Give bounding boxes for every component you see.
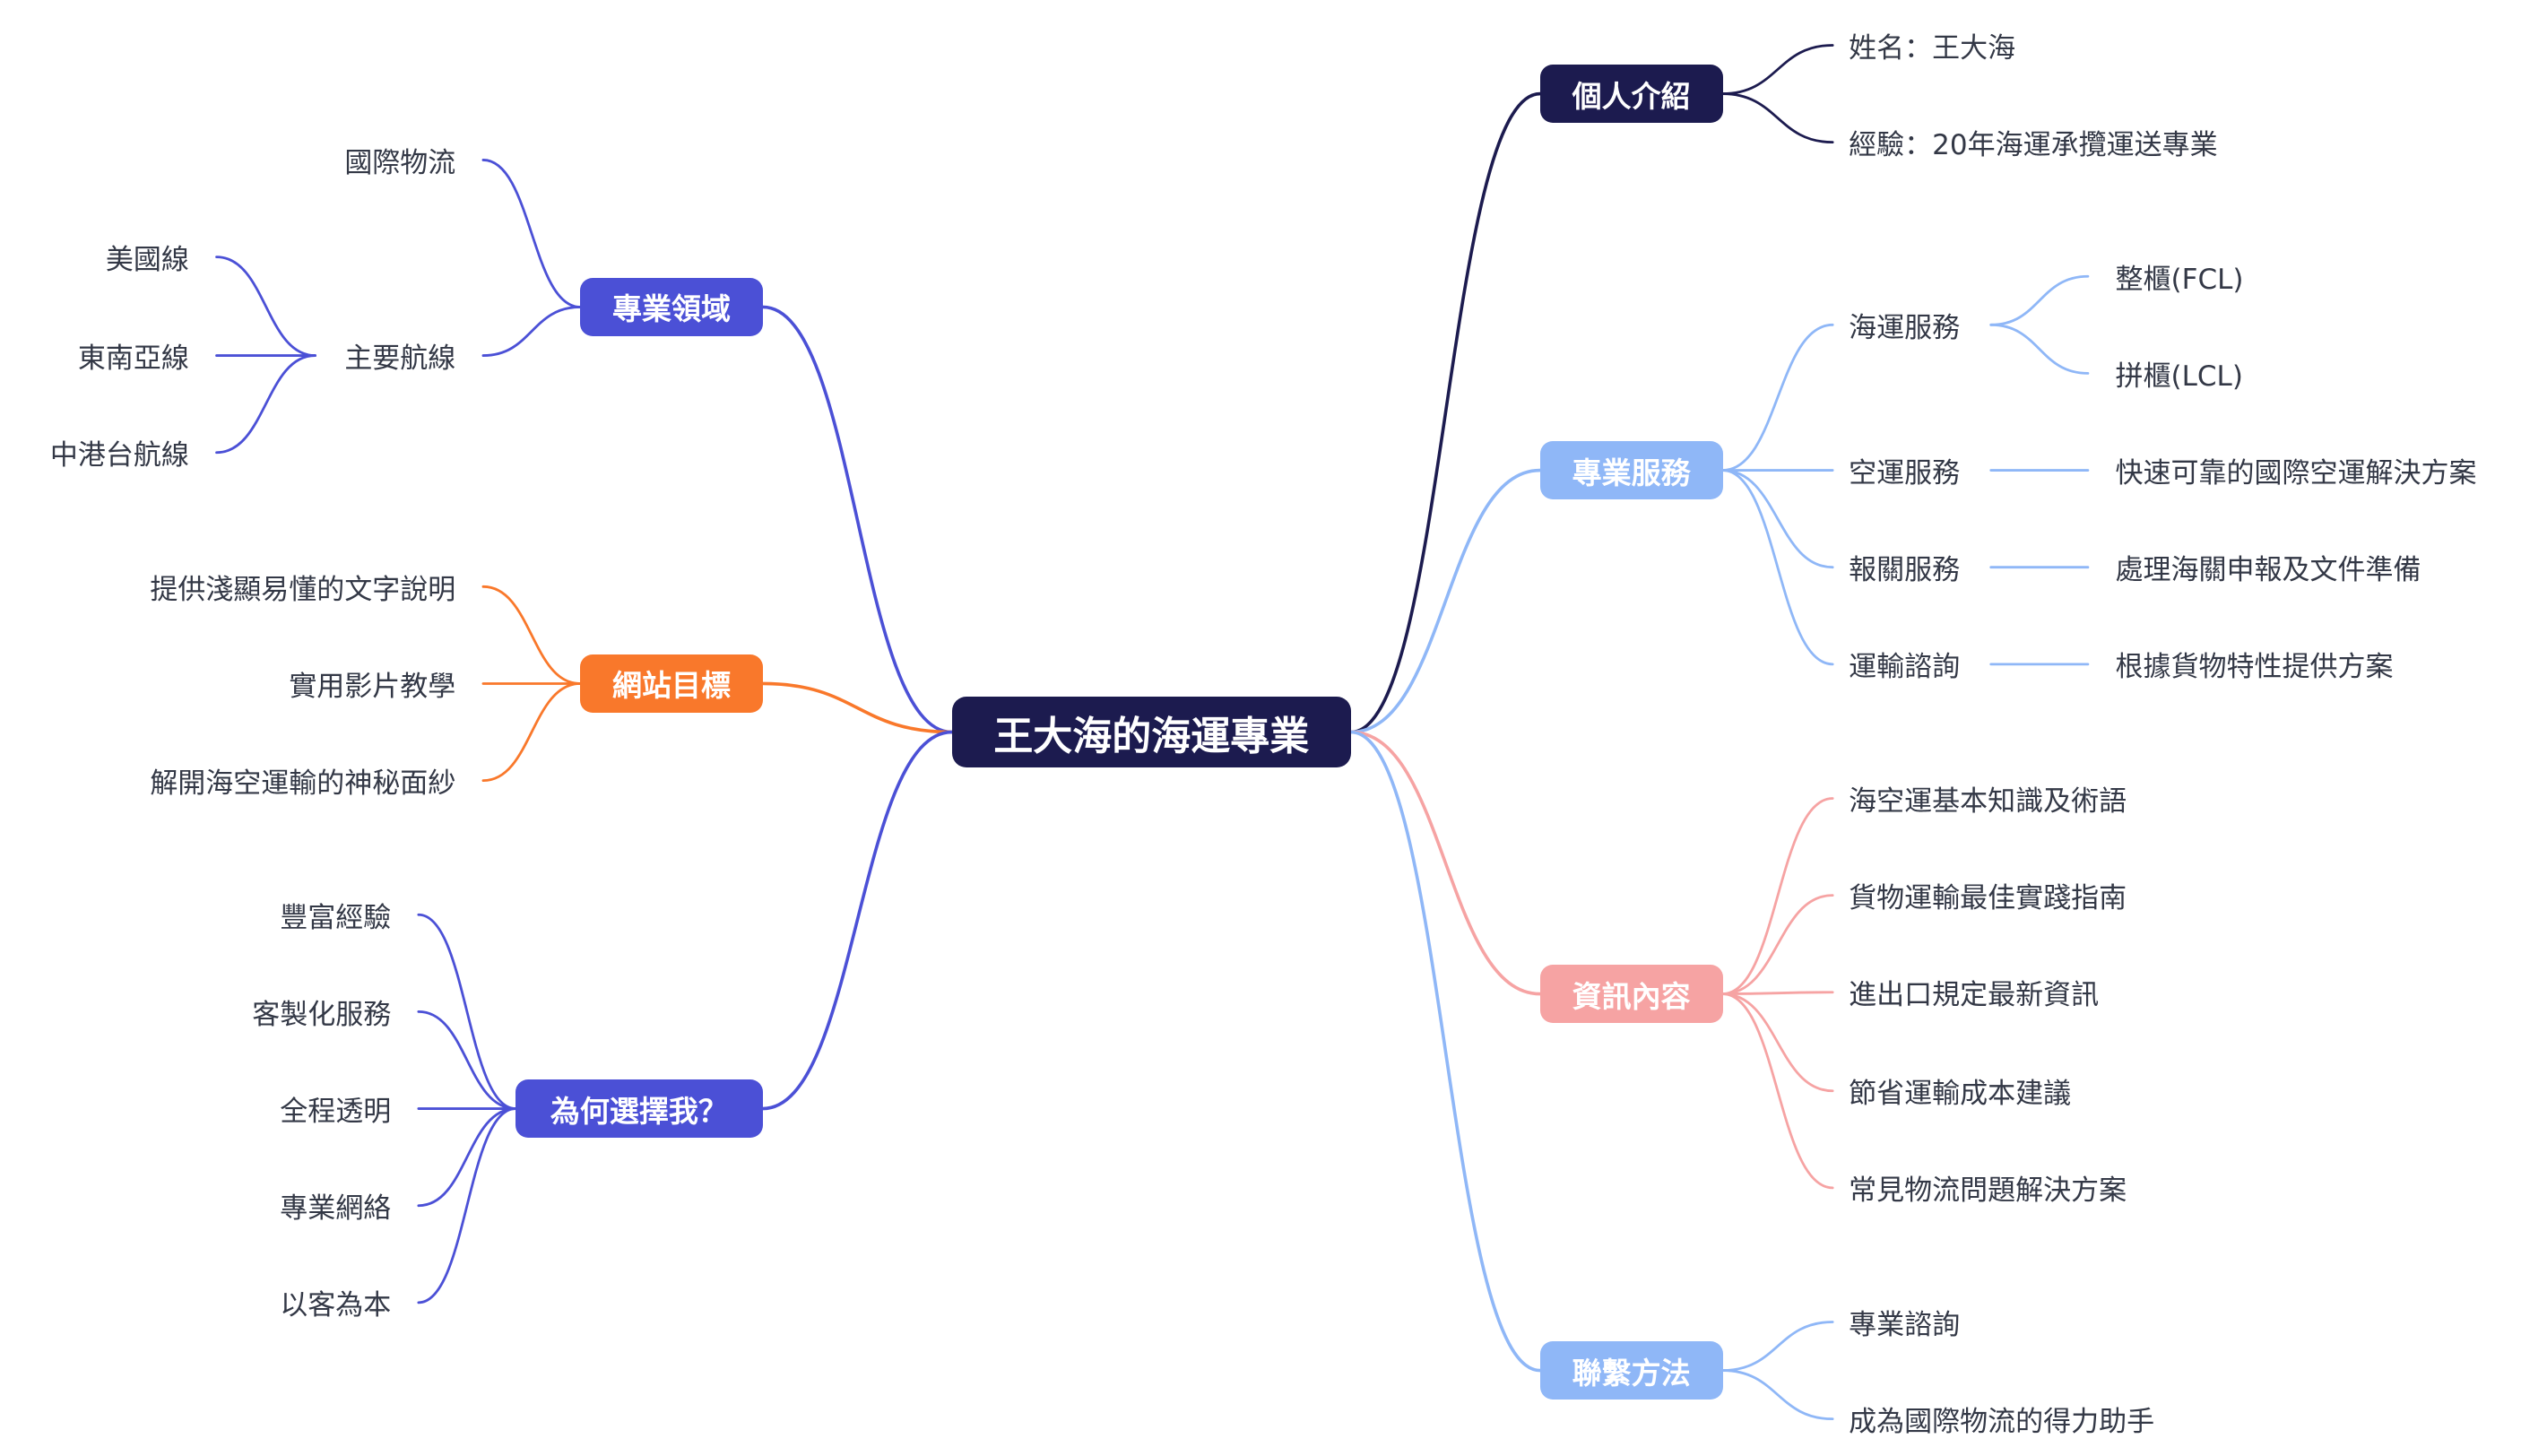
goal-item[interactable]: 實用影片教學 — [289, 670, 456, 703]
route-china-hk-taiwan[interactable]: 中港台航線 — [49, 439, 189, 472]
branch-leaf-connector — [481, 585, 582, 685]
branch-leaf-connector — [481, 682, 582, 783]
root-branch-connector — [761, 681, 954, 734]
contact-item[interactable]: 專業諮詢 — [1849, 1308, 1961, 1341]
sub-leaf-connector — [215, 354, 316, 455]
service-ocean-fcl[interactable]: 整櫃(FCL) — [2115, 263, 2244, 296]
root-branch-connector — [1349, 730, 1542, 1373]
branch-leaf-connector — [417, 913, 517, 1110]
info-item[interactable]: 貨物運輸最佳實踐指南 — [1849, 882, 2127, 915]
branch-leaf-connector — [1721, 991, 1834, 995]
reason-item[interactable]: 專業網絡 — [280, 1192, 392, 1226]
branch-leaf-connector — [1721, 992, 1834, 1190]
sub-leaf-connector — [215, 256, 316, 357]
info-item[interactable]: 進出口規定最新資訊 — [1849, 979, 2100, 1012]
service-ocean-lcl[interactable]: 拼櫃(LCL) — [2115, 360, 2243, 393]
service-consulting[interactable]: 運輸諮詢 — [1849, 651, 1961, 684]
branch-website-goals[interactable]: 網站目標 — [580, 654, 763, 713]
root-branch-connector — [1349, 468, 1542, 734]
sub-leaf-connector — [1989, 323, 2090, 375]
branch-leaf-connector — [1721, 894, 1834, 995]
info-item[interactable]: 常見物流問題解決方案 — [1849, 1174, 2127, 1208]
reason-item[interactable]: 客製化服務 — [252, 998, 392, 1031]
reason-item[interactable]: 以客為本 — [280, 1289, 392, 1322]
service-ocean[interactable]: 海運服務 — [1849, 311, 1961, 344]
service-air[interactable]: 空運服務 — [1849, 457, 1961, 490]
service-air-detail[interactable]: 快速可靠的國際空運解決方案 — [2115, 457, 2477, 490]
branch-leaf-connector — [1721, 92, 1834, 144]
branch-leaf-connector — [1721, 1321, 1834, 1372]
branch-leaf-connector — [1721, 323, 1834, 472]
route-southeast-asia[interactable]: 東南亞線 — [77, 342, 189, 376]
service-consulting-detail[interactable]: 根據貨物特性提供方案 — [2115, 651, 2394, 684]
branch-services[interactable]: 專業服務 — [1539, 441, 1723, 499]
branch-personal-intro[interactable]: 個人介紹 — [1539, 65, 1723, 123]
route-usa[interactable]: 美國線 — [105, 244, 189, 277]
expertise-international-logistics[interactable]: 國際物流 — [344, 146, 456, 179]
root-topic[interactable]: 王大海的海運專業 — [951, 696, 1351, 768]
branch-leaf-connector — [1721, 797, 1834, 995]
branch-leaf-connector — [481, 159, 582, 308]
info-item[interactable]: 海空運基本知識及術語 — [1849, 784, 2127, 818]
goal-item[interactable]: 解開海空運輸的神秘面紗 — [150, 767, 456, 801]
branch-leaf-connector — [481, 306, 582, 357]
sub-leaf-connector — [1989, 274, 2090, 326]
root-branch-connector — [1349, 730, 1542, 996]
branch-contact[interactable]: 聯繫方法 — [1539, 1341, 1723, 1400]
branch-leaf-connector — [1721, 469, 1834, 569]
branch-leaf-connector — [417, 1010, 517, 1110]
branch-leaf-connector — [417, 1107, 517, 1304]
reason-item[interactable]: 豐富經驗 — [280, 901, 392, 934]
personal-experience[interactable]: 經驗：20年海運承攬運送專業 — [1849, 129, 2218, 162]
root-branch-connector — [761, 305, 954, 734]
branch-leaf-connector — [417, 1107, 517, 1208]
branch-why-choose-me[interactable]: 為何選擇我？ — [515, 1079, 763, 1138]
expertise-main-routes[interactable]: 主要航線 — [344, 342, 456, 376]
branch-leaf-connector — [1721, 1369, 1834, 1421]
branch-leaf-connector — [1721, 992, 1834, 1093]
info-item[interactable]: 節省運輸成本建議 — [1849, 1078, 2072, 1111]
goal-item[interactable]: 提供淺顯易懂的文字說明 — [150, 573, 456, 606]
reason-item[interactable]: 全程透明 — [280, 1096, 392, 1129]
branch-leaf-connector — [1721, 44, 1834, 95]
branch-info-content[interactable]: 資訊內容 — [1539, 965, 1723, 1024]
branch-expertise[interactable]: 專業領域 — [580, 278, 763, 336]
personal-name[interactable]: 姓名：王大海 — [1849, 31, 2016, 65]
root-branch-connector — [1349, 91, 1542, 734]
service-customs[interactable]: 報關服務 — [1849, 554, 1961, 587]
branch-leaf-connector — [1721, 469, 1834, 666]
contact-item[interactable]: 成為國際物流的得力助手 — [1849, 1406, 2155, 1439]
service-customs-detail[interactable]: 處理海關申報及文件準備 — [2115, 554, 2421, 587]
root-branch-connector — [761, 730, 954, 1111]
